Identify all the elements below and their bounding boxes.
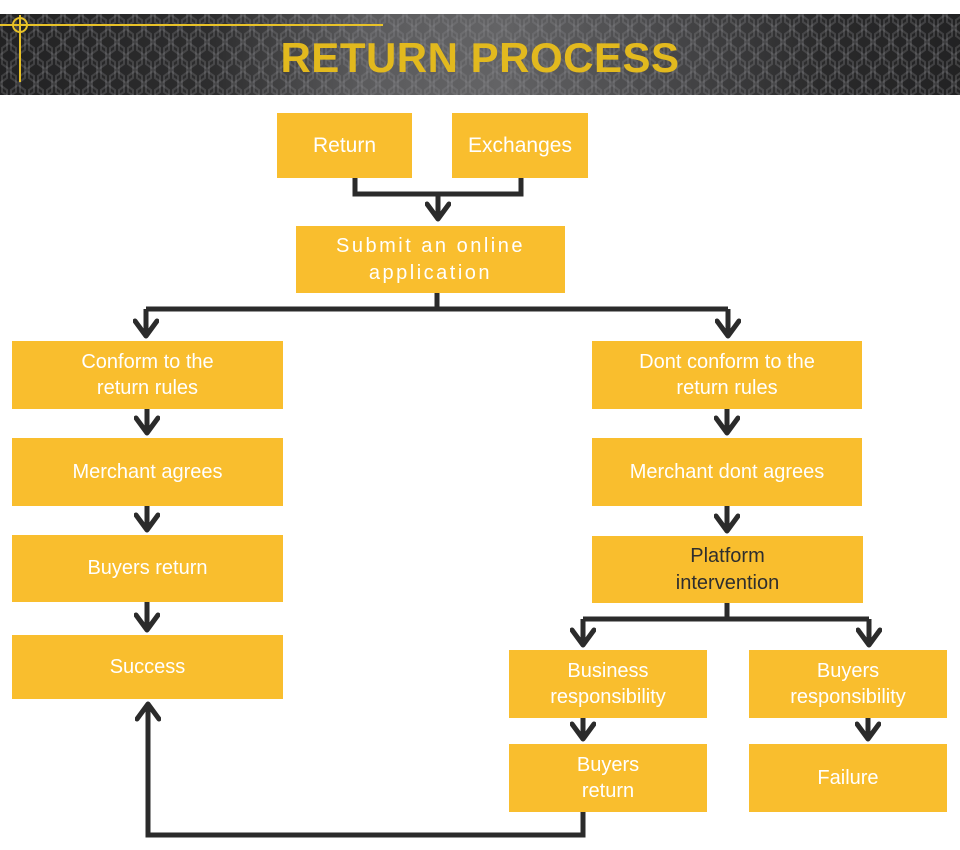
node-success: Success <box>12 635 283 699</box>
node-merchant-agrees: Merchant agrees <box>12 438 283 506</box>
node-return: Return <box>277 113 412 178</box>
header-band: RETURN PROCESS <box>0 14 960 95</box>
node-buyers-responsibility: Buyers responsibility <box>749 650 947 718</box>
node-label: Dont conform to the return rules <box>639 350 815 399</box>
node-buyers-return-right: Buyers return <box>509 744 707 812</box>
node-label: Buyers responsibility <box>790 659 906 708</box>
mesh-pattern <box>0 14 960 95</box>
node-label: Submit an online application <box>336 235 525 284</box>
node-platform-intervention: Platform intervention <box>592 536 863 603</box>
node-label: Merchant agrees <box>72 460 223 483</box>
node-label: Conform to the return rules <box>81 350 214 399</box>
node-label: Merchant dont agrees <box>629 460 825 483</box>
node-label: Business responsibility <box>550 659 666 708</box>
node-label: Success <box>109 655 186 678</box>
top-margin-strip <box>0 0 960 14</box>
node-failure: Failure <box>749 744 947 812</box>
node-exchanges: Exchanges <box>452 113 588 178</box>
page-title: RETURN PROCESS <box>280 34 680 81</box>
node-submit-application: Submit an online application <box>296 226 565 293</box>
node-business-responsibility: Business responsibility <box>509 650 707 718</box>
node-label: Buyers return <box>87 557 208 580</box>
node-conform-rules: Conform to the return rules <box>12 341 283 409</box>
node-label: Return <box>312 133 377 157</box>
node-label: Failure <box>817 766 879 789</box>
crosshair-icon <box>0 15 383 82</box>
node-label: Platform intervention <box>675 545 780 594</box>
edge-buyers-return-to-success-loop <box>148 704 586 838</box>
node-merchant-dont-agrees: Merchant dont agrees <box>592 438 862 506</box>
node-buyers-return-left: Buyers return <box>12 535 283 602</box>
node-label: Exchanges <box>468 133 572 157</box>
header-decoration <box>0 14 960 95</box>
node-label: Buyers return <box>576 753 640 802</box>
edge-return-exchanges-merge <box>352 178 524 197</box>
node-dont-conform-rules: Dont conform to the return rules <box>592 341 862 409</box>
